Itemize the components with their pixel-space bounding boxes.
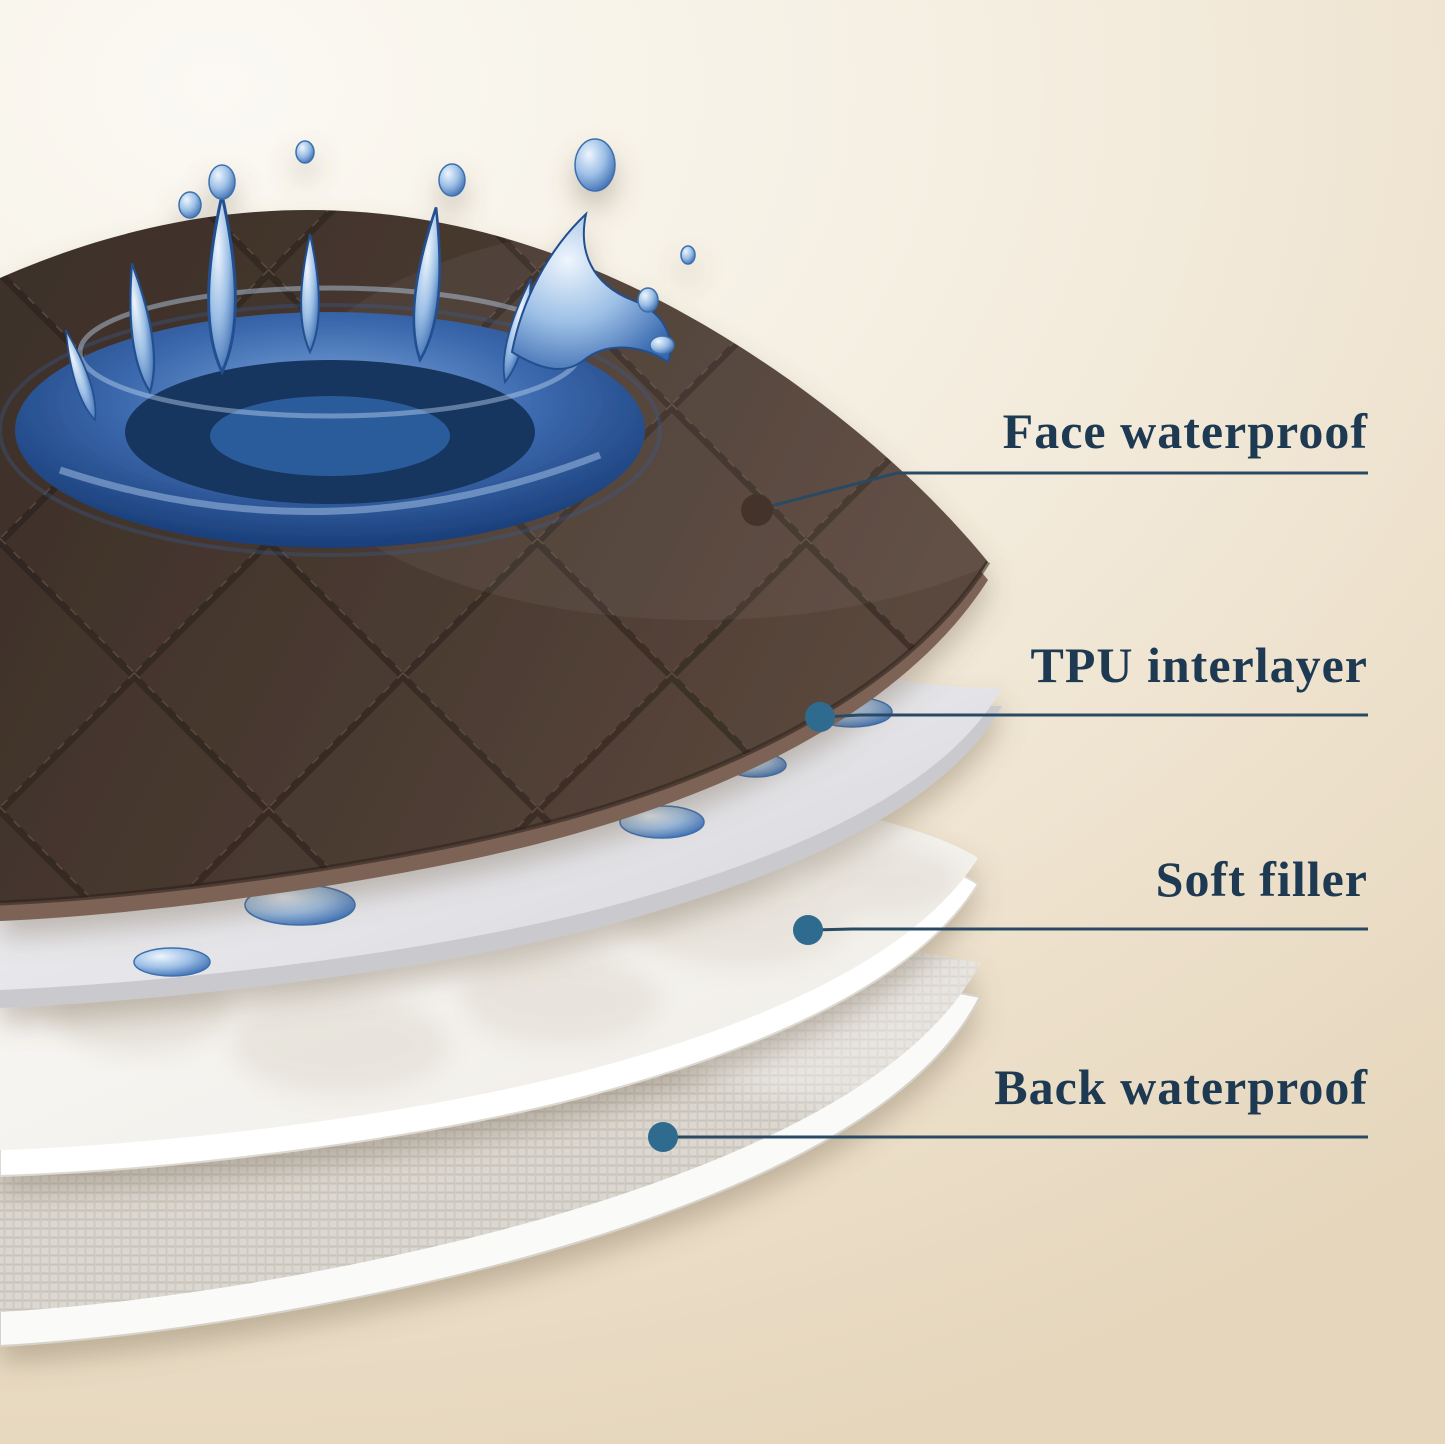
tpu-leader-line <box>823 713 1368 719</box>
label-tpu-interlayer: TPU interlayer <box>1030 637 1368 693</box>
back-leader-dot <box>648 1122 678 1152</box>
soft-filler-layer <box>0 753 979 1177</box>
face-waterproof-layer <box>0 138 991 922</box>
face-leader-line <box>759 471 1368 511</box>
splash-droplets <box>178 138 696 355</box>
filler-leader-dot <box>793 915 823 945</box>
face-layer-edge-line <box>0 560 991 906</box>
water-splash-icon <box>0 138 696 557</box>
label-face-waterproof: Face waterproof <box>1002 403 1368 459</box>
filler-leader-line <box>811 927 1368 932</box>
label-soft-filler: Soft filler <box>1155 851 1368 907</box>
tpu-leader-dot <box>805 702 835 732</box>
face-leader-dot <box>741 494 773 526</box>
annotations <box>648 471 1368 1152</box>
filler-fluff-texture <box>50 844 960 1095</box>
splash-right-wave <box>510 211 672 370</box>
label-back-waterproof: Back waterproof <box>994 1059 1368 1115</box>
